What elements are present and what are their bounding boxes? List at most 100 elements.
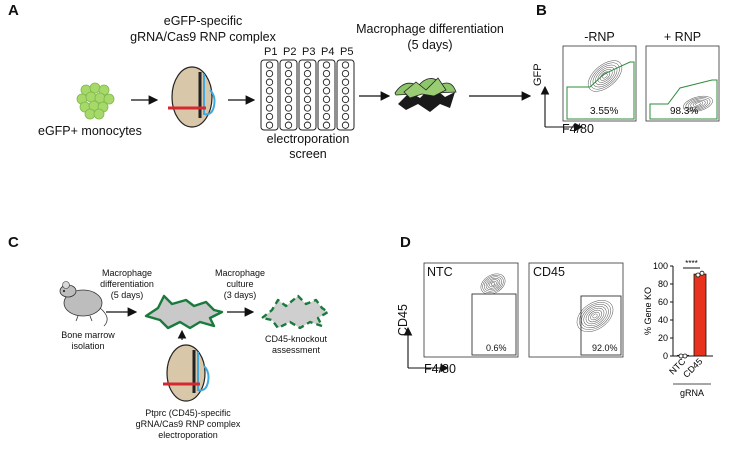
- flow-d-title-2: CD45: [533, 265, 565, 279]
- plate-well: [284, 121, 293, 129]
- plate-well: [341, 95, 350, 104]
- plate-col-3: P3: [302, 46, 316, 58]
- rnp-label-line2: gRNA/Cas9 RNP complex: [130, 30, 276, 44]
- plate-well: [322, 69, 331, 78]
- diff-label-line1: Macrophage differentiation: [356, 22, 504, 36]
- density-contour: [590, 311, 600, 321]
- density-contour: [484, 276, 502, 292]
- plate-well: [303, 78, 312, 86]
- panel-letter-a: A: [8, 2, 19, 19]
- flow-d-x-label: F4/80: [424, 362, 456, 376]
- density-contour: [491, 282, 495, 286]
- density-contour: [585, 307, 605, 325]
- plate-column: [336, 59, 355, 131]
- data-point: [695, 272, 701, 278]
- density-contour: [480, 273, 506, 295]
- x-tick-label: CD45: [681, 356, 704, 379]
- plate-well: [284, 87, 293, 95]
- macrophage-cell-1: [144, 294, 224, 330]
- macrophage-cell-knockout: [260, 294, 330, 330]
- rnp-c-line1: Ptprc (CD45)-specific: [145, 408, 231, 418]
- flow-plot-cd45: [528, 262, 624, 358]
- plate-col-4: P4: [321, 46, 335, 58]
- plate-well: [322, 78, 331, 86]
- bar-cd45: [693, 273, 707, 357]
- plate-column: [298, 59, 317, 131]
- density-contour: [590, 62, 620, 90]
- x-axis-label: gRNA: [680, 388, 704, 398]
- density-contour: [587, 60, 623, 92]
- density-contour: [482, 275, 504, 293]
- density-contour: [695, 102, 701, 106]
- plate-well: [322, 104, 331, 112]
- flow-plot-minus-rnp: [562, 45, 637, 122]
- y-tick-label: 20: [658, 333, 668, 343]
- diff-c-line3: (5 days): [110, 290, 144, 300]
- panel-letter-c: C: [8, 234, 19, 251]
- plate-col-5: P5: [340, 46, 354, 58]
- density-contour: [690, 99, 706, 109]
- plate-well: [341, 78, 350, 86]
- data-point: [682, 353, 688, 359]
- flow-d-gate-2: 92.0%: [592, 343, 618, 353]
- plate-well: [303, 95, 312, 104]
- y-axis-label: % Gene KO: [643, 287, 653, 335]
- macrophage-cluster: [394, 77, 457, 112]
- bone-marrow-line1: Bone marrow: [61, 330, 115, 340]
- plate-well: [322, 112, 331, 121]
- y-tick-label: 0: [663, 351, 668, 361]
- plate-well: [322, 121, 331, 129]
- plate-well: [303, 112, 312, 121]
- significance-label: ****: [685, 259, 697, 268]
- plate-column: [279, 59, 298, 131]
- plate-well: [284, 61, 293, 69]
- flow-d-gate-1: 0.6%: [486, 343, 507, 353]
- plate-column: [260, 59, 279, 131]
- plate-well: [284, 112, 293, 121]
- culture-line2: culture: [226, 279, 254, 289]
- screen-label-line1: electroporation: [266, 132, 350, 146]
- plate-well: [341, 112, 350, 121]
- plate-well: [303, 69, 312, 78]
- flow-plot-ntc: [423, 262, 519, 358]
- culture-line3: (3 days): [223, 290, 257, 300]
- plate-well: [265, 87, 274, 95]
- bone-marrow-line2: isolation: [71, 341, 105, 351]
- culture-line1: Macrophage: [214, 268, 266, 278]
- plate-well: [265, 104, 274, 112]
- density-contour: [688, 98, 708, 110]
- diff-label-line2: (5 days): [407, 38, 453, 52]
- plate-well: [341, 61, 350, 69]
- plate-well: [322, 87, 331, 95]
- density-contour: [581, 304, 609, 328]
- plate-well: [284, 69, 293, 78]
- plate-well: [284, 95, 293, 104]
- plate-well: [265, 112, 274, 121]
- density-contour: [587, 309, 603, 323]
- plate-well: [284, 104, 293, 112]
- plate-well: [341, 69, 350, 78]
- density-contour: [685, 97, 711, 111]
- diff-c-line2: differentiation: [100, 279, 154, 289]
- plate-well: [341, 87, 350, 95]
- plate-well: [341, 104, 350, 112]
- mouse-icon: [59, 281, 108, 327]
- plate-col-1: P1: [264, 46, 278, 58]
- flow-d-y-label: CD45: [396, 304, 410, 336]
- density-contour: [576, 300, 614, 332]
- data-point: [699, 270, 705, 276]
- flow-d-title-1: NTC: [427, 265, 453, 279]
- flow-b-x-label: F4/80: [562, 122, 594, 136]
- y-tick-label: 60: [658, 297, 668, 307]
- plate-well: [265, 61, 274, 69]
- density-contour: [583, 305, 607, 327]
- density-contour: [683, 95, 713, 113]
- density-contour: [602, 73, 608, 79]
- electroporation-plate: [260, 59, 355, 131]
- density-contour: [485, 277, 501, 291]
- density-contour: [692, 101, 704, 107]
- screen-label-line2: screen: [289, 147, 327, 161]
- flow-b-gate-1: 3.55%: [590, 106, 619, 117]
- plate-well: [322, 95, 331, 104]
- density-contour: [599, 71, 611, 81]
